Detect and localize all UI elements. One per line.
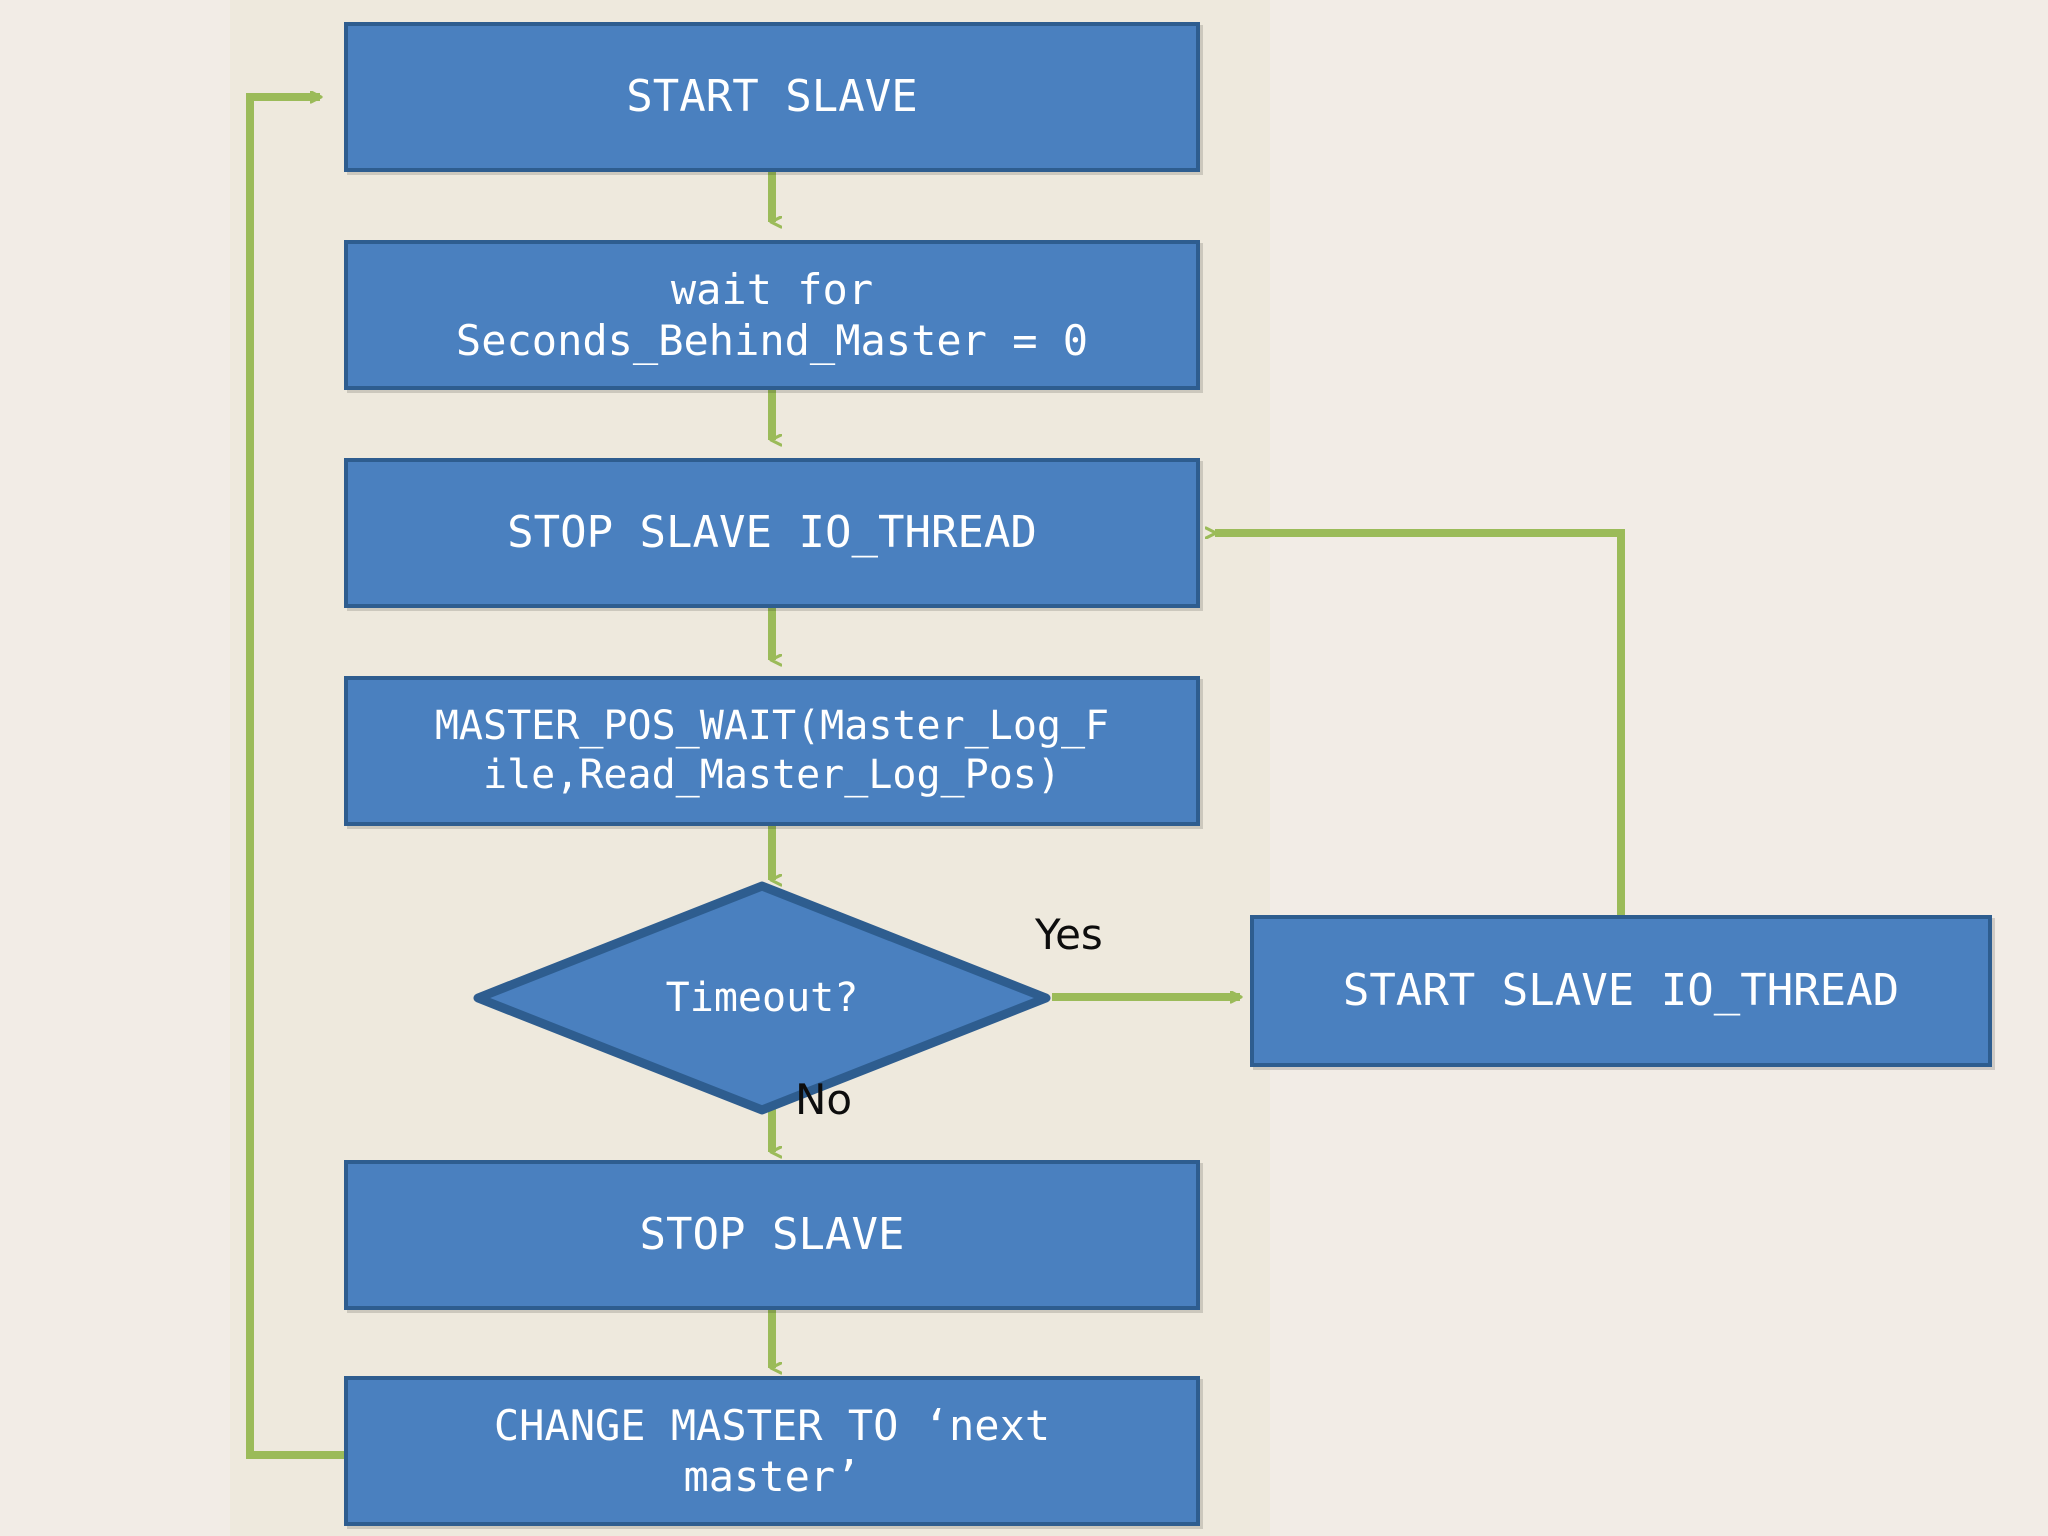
node-timeout-decision[interactable]: Timeout? [472,880,1052,1116]
node-start-slave-io-thread[interactable]: START SLAVE IO_THREAD [1250,915,1992,1067]
edge-label-yes: Yes [1035,910,1103,959]
node-stop-slave[interactable]: STOP SLAVE [344,1160,1200,1310]
edge-start-io-to-stop-io [1215,533,1625,915]
node-wait-seconds-behind-master[interactable]: wait for Seconds_Behind_Master = 0 [344,240,1200,390]
edge-label-no: No [795,1075,853,1124]
node-master-pos-wait[interactable]: MASTER_POS_WAIT(Master_Log_F ile,Read_Ma… [344,676,1200,826]
node-change-master[interactable]: CHANGE MASTER TO ‘next master’ [344,1376,1200,1526]
diamond-shape [473,881,1051,1115]
node-start-slave[interactable]: START SLAVE [344,22,1200,172]
node-stop-slave-io-thread[interactable]: STOP SLAVE IO_THREAD [344,458,1200,608]
edge-change-master-to-start-slave [246,97,344,1459]
